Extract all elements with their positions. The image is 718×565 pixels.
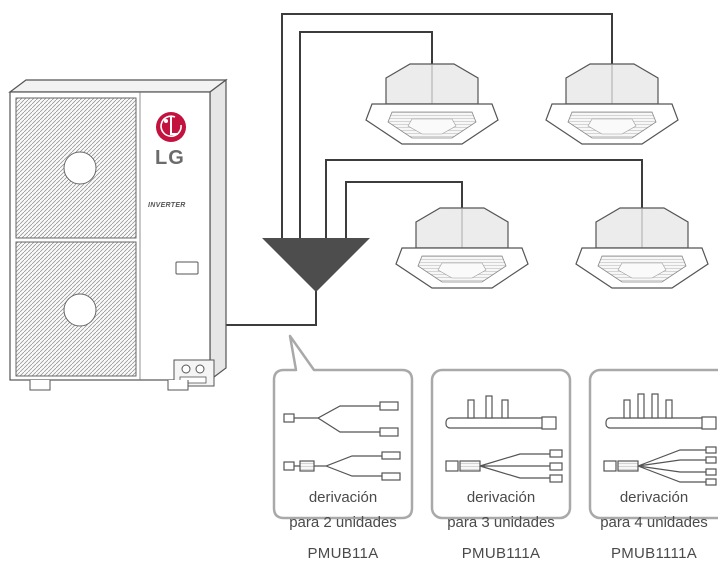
- kit-caption-3: derivación para 3 unidades: [433, 485, 569, 535]
- pipe-to-unit-1: [281, 13, 613, 238]
- ceiling-cassette-icon: [365, 63, 499, 145]
- lg-logo-icon: [156, 112, 186, 142]
- ceiling-cassette-icon: [395, 207, 529, 289]
- kit-caption-line1: derivación: [619, 489, 689, 506]
- y-branch-kit-icon: [283, 401, 401, 481]
- kit-caption-2: derivación para 2 unidades: [275, 485, 411, 535]
- header-branch-kit-icon: [445, 395, 563, 483]
- kit-model-code: PMUB1111A: [610, 545, 698, 562]
- fan-grille-icon: [15, 97, 137, 239]
- header-branch-kit-icon: [603, 393, 717, 486]
- kit-model-code: PMUB111A: [461, 545, 541, 562]
- kit-caption-line2: para 3 unidades: [447, 514, 555, 531]
- pipe-to-unit-3: [325, 159, 643, 238]
- handle-icon: [175, 261, 199, 275]
- outdoor-unit: [8, 78, 228, 391]
- kit-model-code: PMUB11A: [307, 545, 379, 562]
- pipe-to-unit-4: [345, 181, 463, 238]
- ceiling-cassette-icon: [545, 63, 679, 145]
- kit-caption-line1: derivación: [308, 489, 378, 506]
- pipe-to-unit-2: [299, 31, 433, 238]
- branch-header-icon: [262, 238, 370, 292]
- pipe-main: [218, 280, 317, 326]
- fan-grille-icon: [15, 241, 137, 377]
- foot-icon: [29, 380, 51, 391]
- kit-panel-outline: [430, 368, 572, 520]
- kit-caption-4: derivación para 4 unidades: [586, 485, 718, 535]
- inverter-badge: INVERTER: [148, 202, 186, 209]
- kit-caption-line2: para 2 unidades: [289, 514, 397, 531]
- indoor-units: [365, 63, 709, 289]
- refrigerant-piping: [218, 13, 643, 326]
- kit-caption-line2: para 4 unidades: [600, 514, 708, 531]
- foot-icon: [167, 380, 189, 391]
- branch-kit-panels: [272, 334, 718, 520]
- brand-logo-text: LG: [155, 147, 185, 169]
- kit-caption-line1: derivación: [466, 489, 536, 506]
- ceiling-cassette-icon: [575, 207, 709, 289]
